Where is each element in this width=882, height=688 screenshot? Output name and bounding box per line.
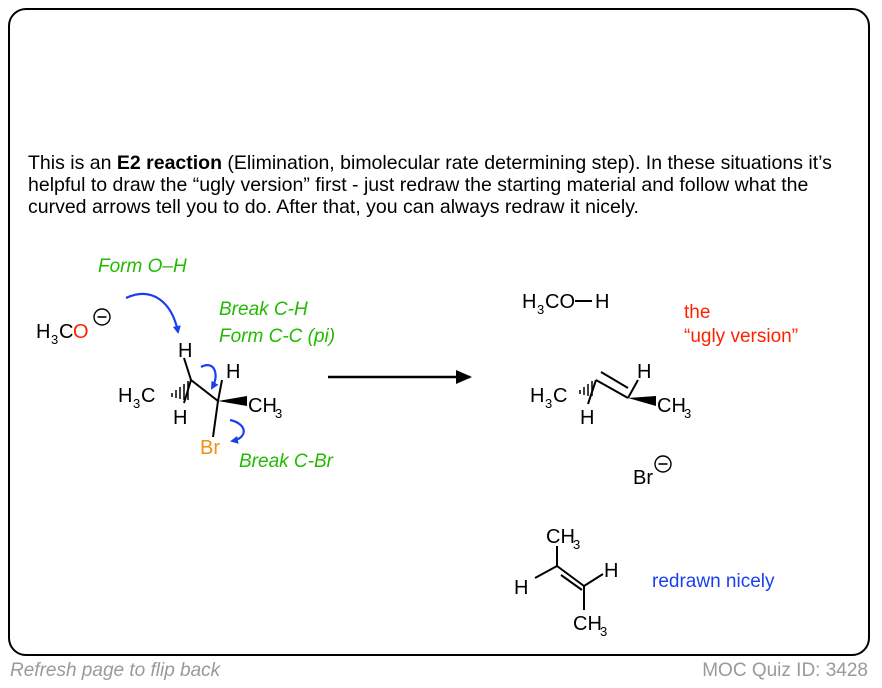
methanol-h-end: H <box>595 291 609 313</box>
nice-ch3-top-c: CH <box>546 526 575 548</box>
nice-h-left: H <box>514 577 528 599</box>
methanol-3: 3 <box>537 302 544 317</box>
methoxide: H 3 C O <box>36 308 111 347</box>
curved-arrow-cbr <box>229 418 245 444</box>
substrate-ch3-3: 3 <box>275 406 282 421</box>
bromide-br: Br <box>633 467 653 489</box>
label-the: the <box>684 302 710 323</box>
methoxide-sub3: 3 <box>51 332 58 347</box>
substrate-h-bottom: H <box>173 407 187 429</box>
substrate-h-top: H <box>178 340 192 362</box>
alkene-h3c-h: H <box>530 385 544 407</box>
substrate-ch3-c: CH <box>248 395 277 417</box>
content-card <box>8 8 870 656</box>
substrate-bonds <box>183 357 223 438</box>
bromide: Br <box>633 455 672 489</box>
curved-arrow-oh <box>125 292 181 334</box>
alkene-h3c-3: 3 <box>545 396 552 411</box>
refresh-hint[interactable]: Refresh page to flip back <box>10 660 221 681</box>
hashed-bond-left <box>171 381 189 400</box>
green-labels: Form O–H Break C-H Form C-C (pi) Break C… <box>98 256 335 472</box>
wedge-bond-right <box>218 396 247 406</box>
nice-h-right: H <box>604 560 618 582</box>
alkene-nice: CH 3 H H CH 3 <box>514 526 618 639</box>
negative-charge-icon <box>93 308 111 326</box>
substrate-h3c-c: C <box>141 385 155 407</box>
methanol-co: CO <box>545 291 575 313</box>
para-intro: This is an <box>28 152 117 174</box>
nice-ch3-bottom-3: 3 <box>600 624 607 639</box>
substrate-br: Br <box>200 437 220 459</box>
para-rest: (Elimination, bimolecular rate determini… <box>28 152 832 218</box>
para-bold-term: E2 reaction <box>116 152 223 174</box>
ugly-version-label: the “ugly version” <box>684 302 798 347</box>
substrate-h3c-h: H <box>118 385 132 407</box>
alkene-h3c-c: C <box>553 385 567 407</box>
substrate-h-right: H <box>226 361 240 383</box>
substrate-atoms: H H 3 C H H CH 3 Br <box>118 340 282 459</box>
methoxide-h: H <box>36 321 50 343</box>
methoxide-o: O <box>73 321 89 343</box>
alkene-ugly: H 3 C H H CH 3 <box>530 361 691 429</box>
methanol-product: H 3 CO H <box>522 291 609 317</box>
alkene-h-bottom: H <box>580 407 594 429</box>
alkene-ch3-c: CH <box>657 395 686 417</box>
methanol-h: H <box>522 291 536 313</box>
label-break-cbr: Break C-Br <box>239 451 334 472</box>
alkene-ch3-3: 3 <box>684 406 691 421</box>
curved-arrow-ch-to-cc <box>200 364 219 390</box>
label-ugly-version: “ugly version” <box>684 326 798 347</box>
nice-ch3-bottom-c: CH <box>573 613 602 635</box>
nice-ch3-top-3: 3 <box>573 537 580 552</box>
methoxide-c: C <box>59 321 73 343</box>
negative-charge-icon <box>654 455 672 473</box>
label-redrawn-nicely: redrawn nicely <box>652 571 775 592</box>
explanation-paragraph: This is an E2 reaction (Elimination, bim… <box>28 152 858 218</box>
quiz-id: MOC Quiz ID: 3428 <box>702 660 868 681</box>
label-break-ch: Break C-H <box>219 299 308 320</box>
alkene-h-top: H <box>637 361 651 383</box>
alkene-hashed-bond <box>579 381 593 396</box>
substrate-h3c-3: 3 <box>133 396 140 411</box>
label-form-oh: Form O–H <box>98 256 187 277</box>
label-form-cc: Form C-C (pi) <box>219 326 335 347</box>
